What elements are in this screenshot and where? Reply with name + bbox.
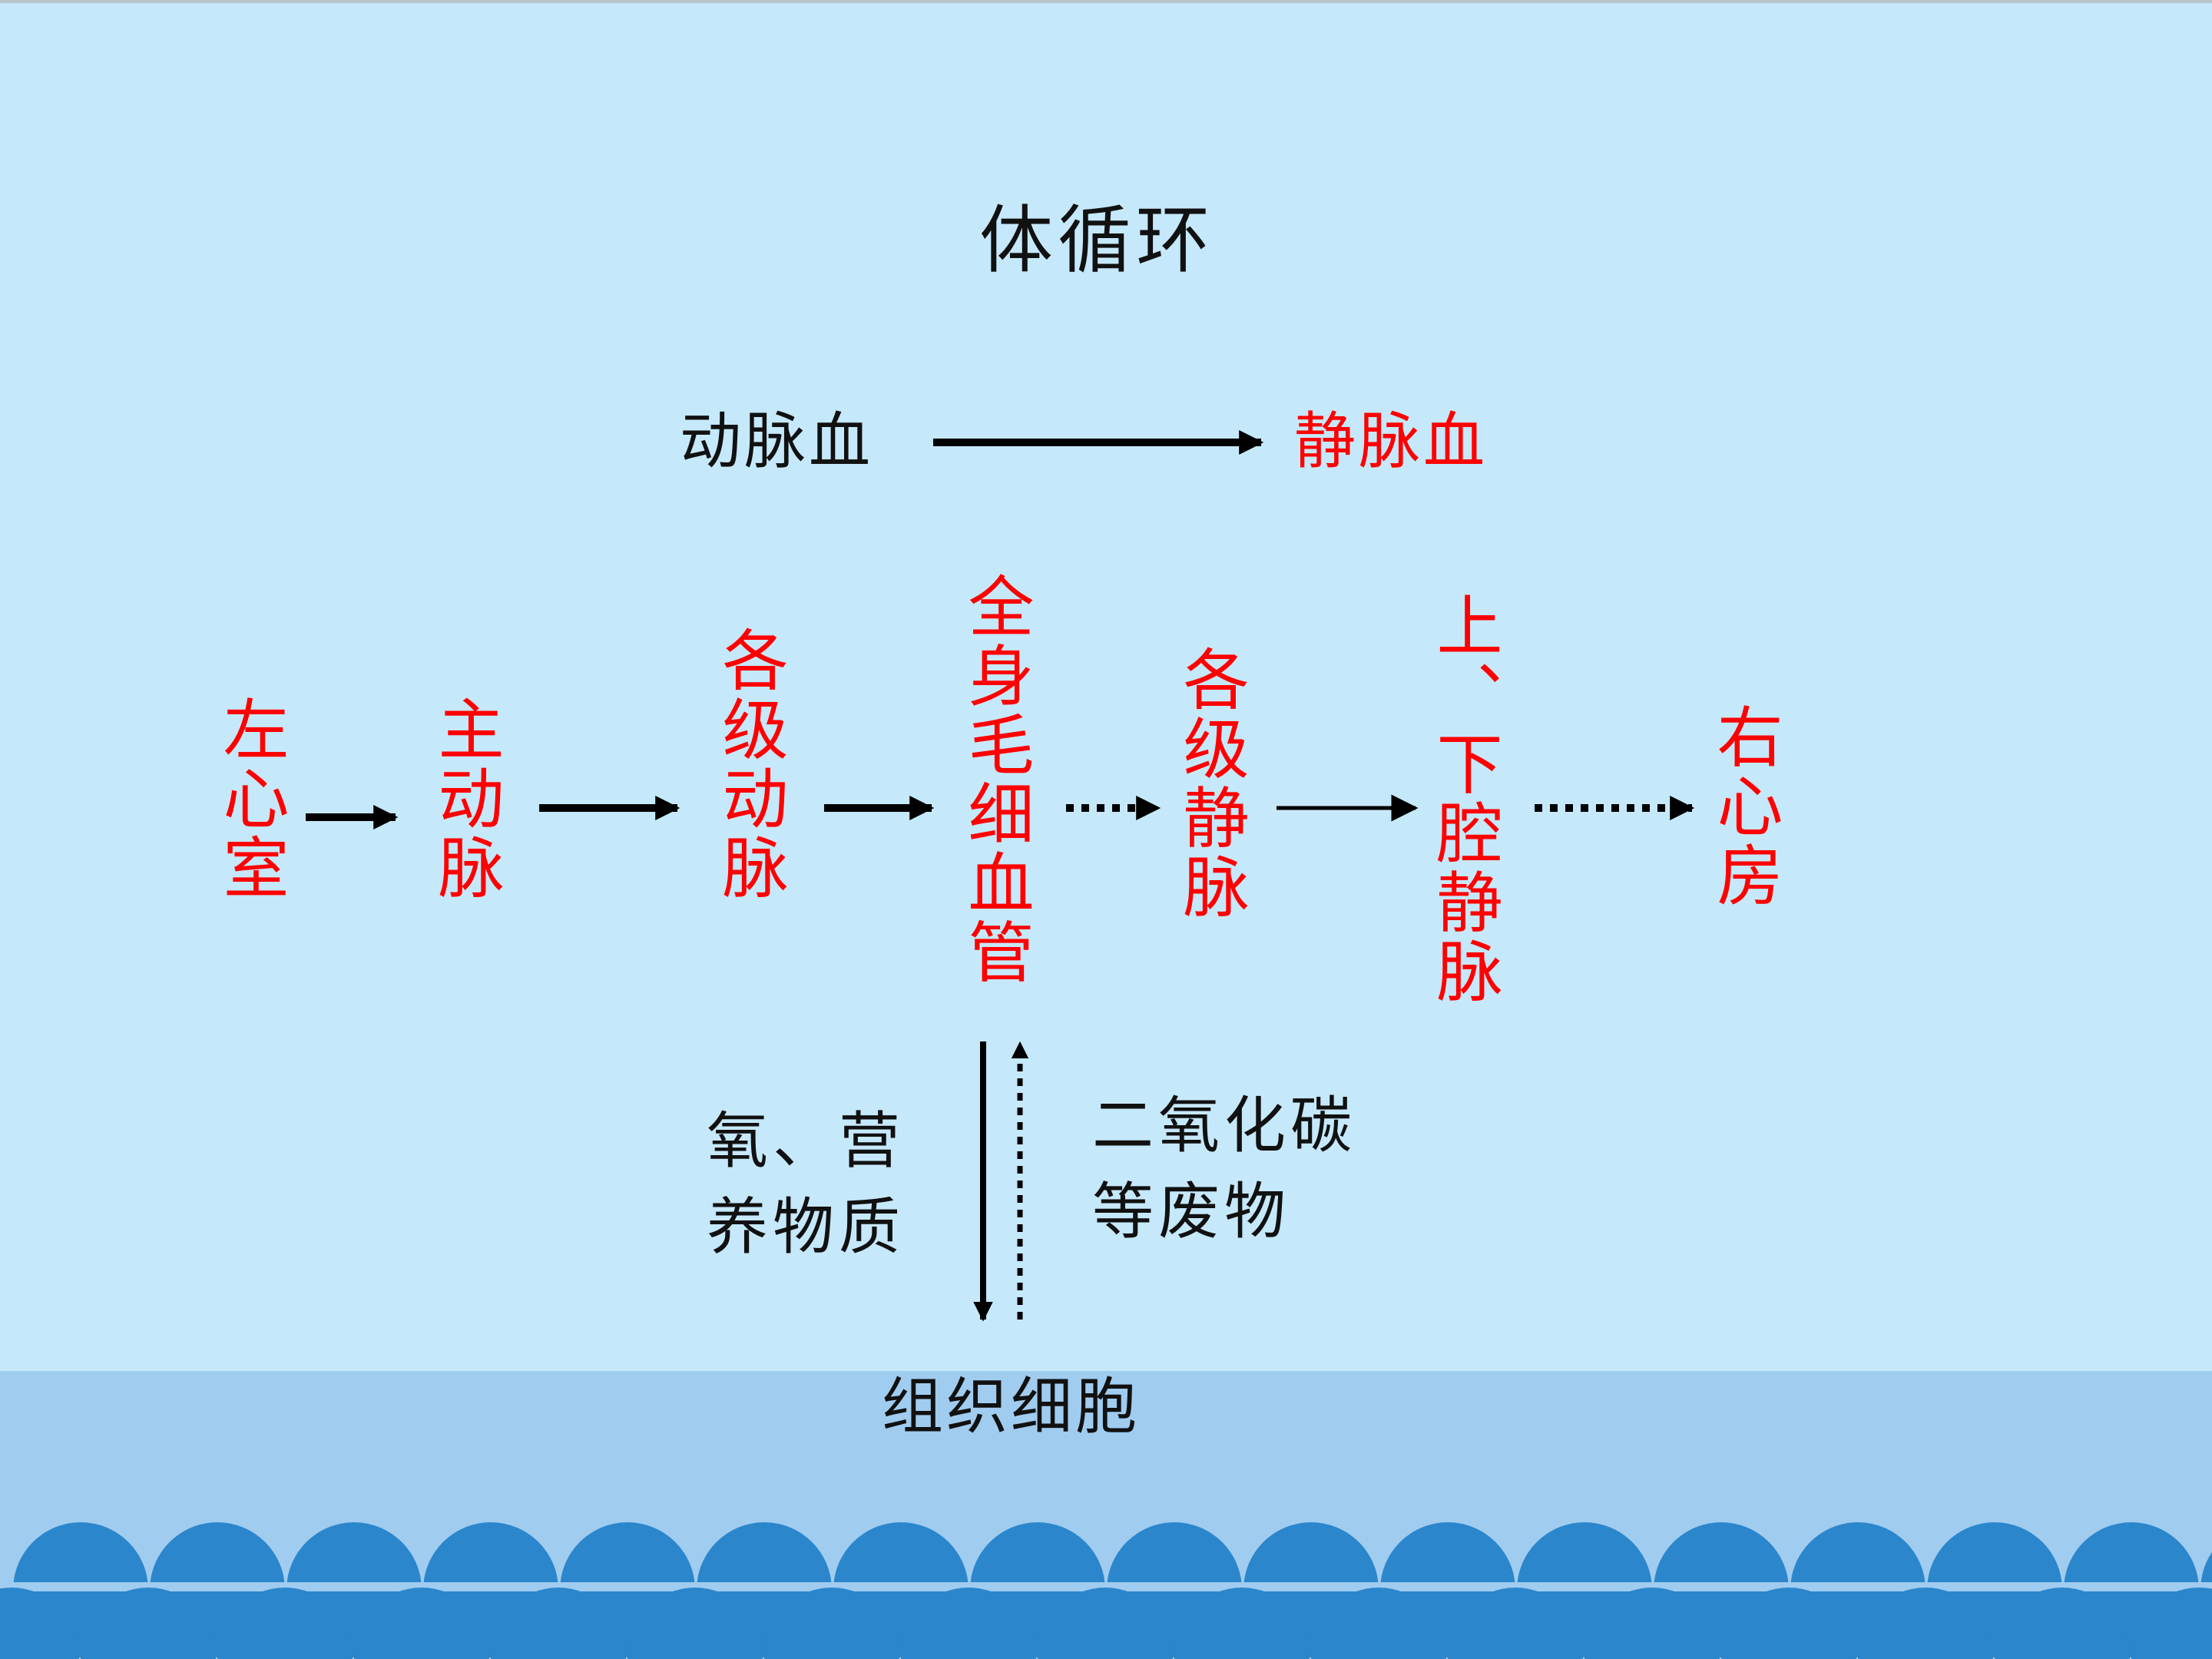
wave-scallop (2131, 1588, 2212, 1659)
wave-scallop (1858, 1588, 1993, 1659)
wave-scallop (1995, 1588, 2130, 1659)
wave-scallop (628, 1588, 763, 1659)
blood-from-label: 动脉血 (680, 406, 873, 477)
wave-scallop (1038, 1588, 1173, 1659)
wave-scallop (764, 1588, 899, 1659)
page-title: 体循环 (979, 197, 1214, 283)
waste-label-line-2: 等废物 (1092, 1176, 1290, 1247)
tissue-cells-label: 组织细胞 (882, 1371, 1140, 1442)
node-right-atrium: 右心房 (1705, 703, 1782, 910)
top-rule (0, 0, 2212, 3)
node-veins: 各级静脉 (1171, 645, 1248, 922)
wave-scallop (1174, 1588, 1310, 1659)
node-arteries: 各级动脉 (710, 626, 787, 902)
supply-label-line-2: 养物质 (707, 1191, 905, 1263)
wave-scallop (354, 1588, 489, 1659)
waste-label: 二氧化碳 等废物 (1092, 1083, 1356, 1255)
node-capillaries: 全身毛细血管 (956, 572, 1033, 987)
node-venae-cavae: 上、下腔静脉 (1425, 591, 1502, 1006)
wave-scallop (217, 1588, 353, 1659)
supply-label: 氧、营 养物质 (707, 1098, 905, 1270)
blood-to-label: 静脉血 (1294, 406, 1488, 477)
waste-label-line-1: 二氧化碳 (1092, 1090, 1356, 1161)
wave-scallop (0, 1588, 79, 1659)
supply-label-line-1: 氧、营 (707, 1105, 905, 1177)
wave-scallop (1584, 1588, 1720, 1659)
node-aorta: 主动脉 (426, 695, 503, 902)
wave-decoration (0, 1522, 2212, 1659)
node-left-ventricle: 左心室 (211, 695, 288, 902)
wave-scallop (1311, 1588, 1446, 1659)
wave-scallop (81, 1588, 216, 1659)
wave-scallop (1448, 1588, 1583, 1659)
wave-scallop (1721, 1588, 1856, 1659)
wave-scallop (901, 1588, 1036, 1659)
wave-scallop (491, 1588, 626, 1659)
